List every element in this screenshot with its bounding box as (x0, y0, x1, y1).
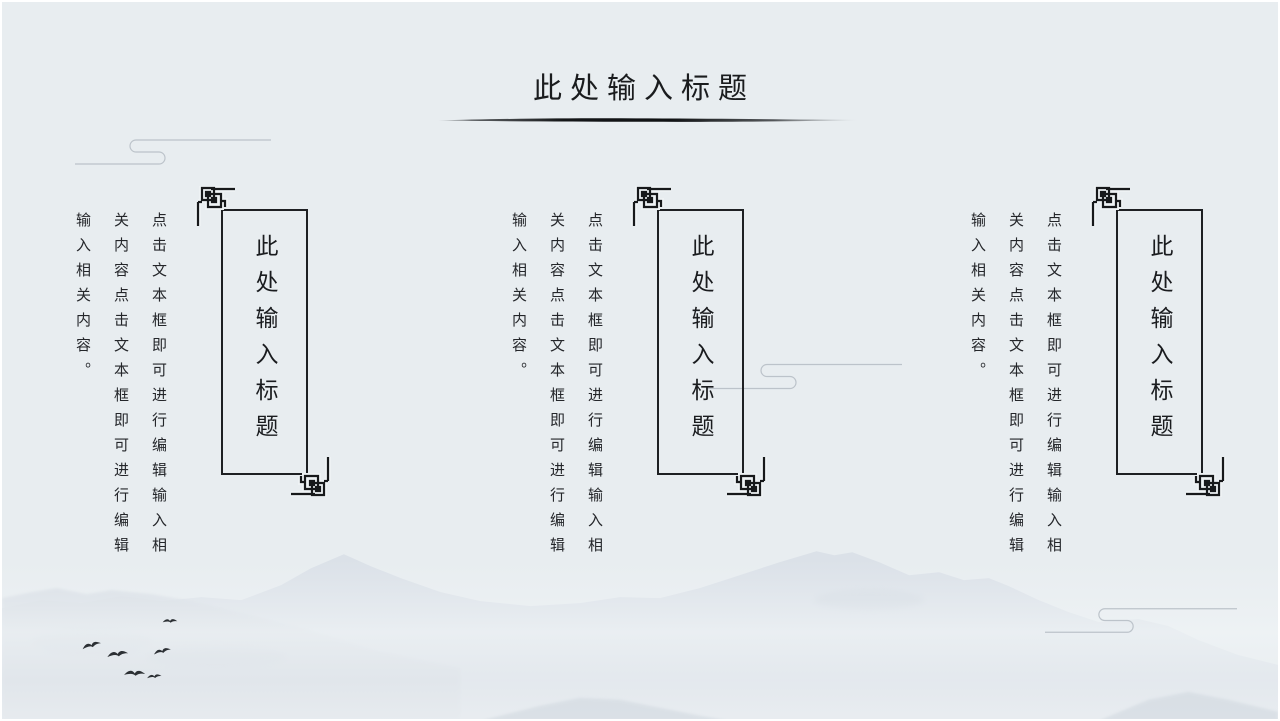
near-mountain-ridge (2, 588, 461, 719)
body-text-placeholder[interactable]: 点击文本框即可进行编辑输入相关内容点击文本框即可进行编辑输入相关内容。 (969, 212, 1061, 562)
body-text-placeholder[interactable]: 点击文本框即可进行编辑输入相关内容点击文本框即可进行编辑输入相关内容。 (74, 212, 166, 562)
fret-corner-bottom-right-icon (727, 457, 767, 497)
bird-icon (162, 617, 178, 625)
vertical-title-box[interactable]: 此处输入标题 (221, 209, 308, 475)
bird-icon (107, 650, 129, 658)
content-group-3: 点击文本框即可进行编辑输入相关内容点击文本框即可进行编辑输入相关内容。 此处输入… (969, 186, 1231, 586)
bird-icon (147, 673, 162, 680)
fret-corner-bottom-right-icon (1186, 457, 1226, 497)
slide-title[interactable]: 此处输入标题 (532, 73, 755, 105)
fret-corner-top-left-icon (195, 186, 235, 226)
ink-brush-underline (438, 118, 858, 122)
mountain-texture (31, 590, 925, 668)
cloud-scroll-icon (1045, 607, 1237, 634)
vertical-title-box[interactable]: 此处输入标题 (657, 209, 744, 475)
body-text-placeholder[interactable]: 点击文本框即可进行编辑输入相关内容点击文本框即可进行编辑输入相关内容。 (510, 212, 602, 562)
bird-icon (153, 647, 172, 655)
foreground-hills (487, 691, 1278, 719)
content-group-2: 点击文本框即可进行编辑输入相关内容点击文本框即可进行编辑输入相关内容。 此处输入… (510, 186, 772, 586)
bird-icon (81, 641, 102, 650)
fret-corner-bottom-right-icon (291, 457, 331, 497)
fret-corner-top-left-icon (1090, 186, 1130, 226)
vertical-title-box[interactable]: 此处输入标题 (1116, 209, 1203, 475)
fret-corner-top-left-icon (631, 186, 671, 226)
content-group-1: 点击文本框即可进行编辑输入相关内容点击文本框即可进行编辑输入相关内容。 此处输入… (74, 186, 336, 586)
box-title-text: 此处输入标题 (688, 234, 713, 450)
box-title-text: 此处输入标题 (1147, 234, 1172, 450)
cloud-scroll-icon (75, 139, 271, 165)
box-title-text: 此处输入标题 (252, 234, 277, 450)
bird-icon (124, 668, 146, 679)
